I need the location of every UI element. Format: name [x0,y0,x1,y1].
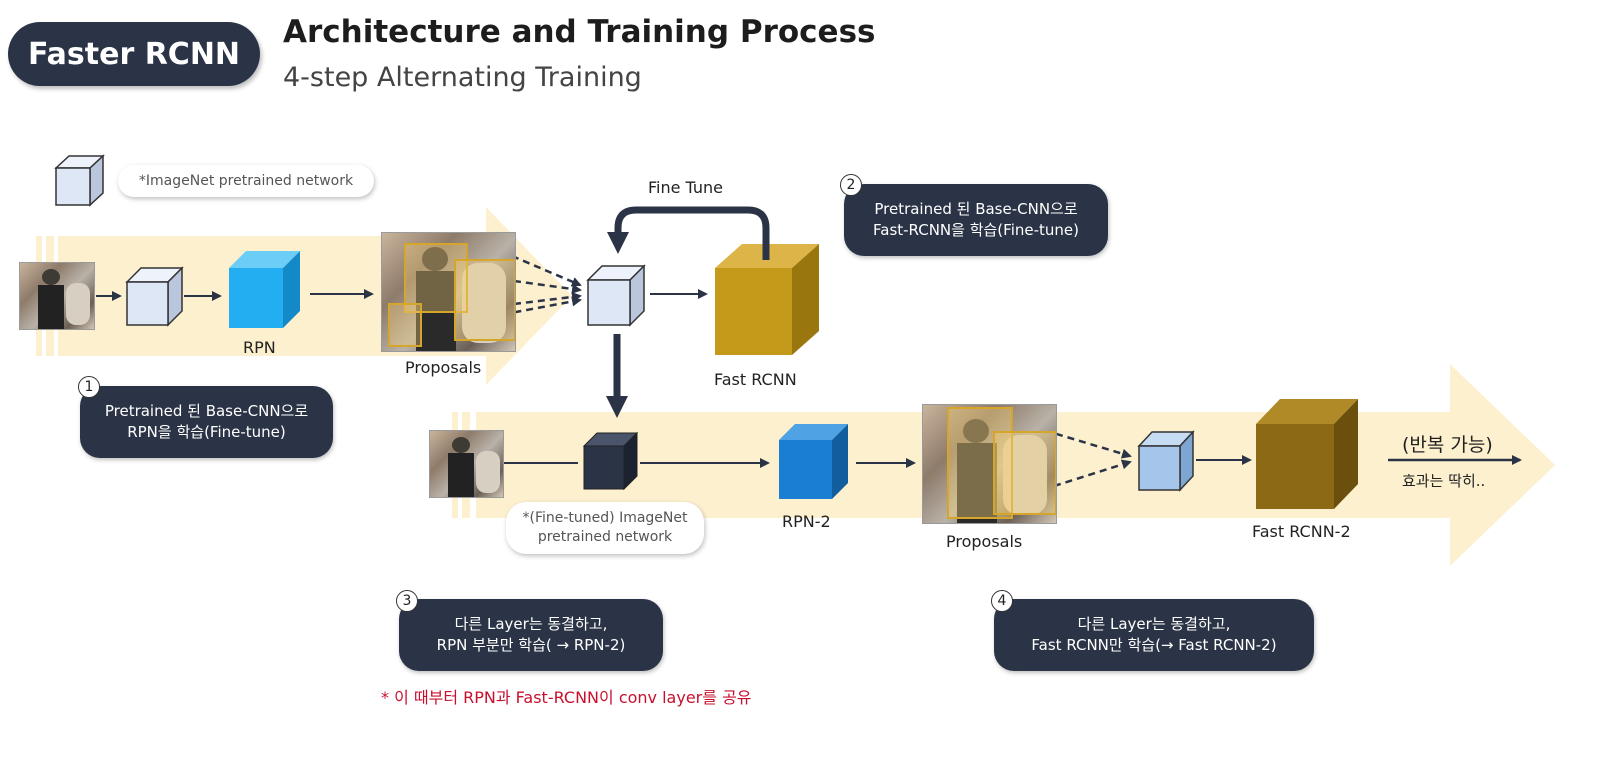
fine-tune-loop-arrow [607,206,770,260]
legend-cube-icon [54,154,105,207]
step-3-box: 다른 Layer는 동결하고, RPN 부분만 학습( → RPN-2) [399,599,663,671]
step-2-box: Pretrained 된 Base-CNN으로 Fast-RCNN을 학습(Fi… [844,184,1108,256]
fast-rcnn-label: Fast RCNN [714,370,797,389]
rpn-label: RPN [243,338,276,357]
proposals-label-1: Proposals [405,358,482,377]
step-2-number: 2 [840,174,862,196]
pretrained-network-note: *ImageNet pretrained network [118,165,374,197]
proposals-image-1 [381,232,516,352]
step-4-number: 4 [991,590,1013,612]
rpn2-label: RPN-2 [782,512,831,531]
rpn-cube [229,251,300,328]
base-cnn-cube [125,266,184,327]
step-1-number: 1 [78,376,100,398]
fast-rcnn2-label: Fast RCNN-2 [1252,522,1351,541]
effect-label: 효과는 딱히.. [1402,472,1486,490]
step-3-number: 3 [396,590,418,612]
input-image-1 [19,262,95,330]
step-1-box: Pretrained 된 Base-CNN으로 RPN을 학습(Fine-tun… [80,386,333,458]
rpn2-cube [779,424,848,499]
shared-cnn-cube [586,264,646,327]
repeat-label: (반복 가능) [1402,434,1493,456]
topic-badge: Faster RCNN [8,22,260,86]
fast-rcnn-cube [715,244,819,355]
finetuned-cnn-cube [582,431,639,491]
fast-rcnn2-cube [1256,399,1358,509]
finetuned-network-note: *(Fine-tuned) ImageNet pretrained networ… [506,502,704,554]
input-image-2 [429,430,504,498]
proposals-label-2: Proposals [946,532,1023,551]
proposals-image-2 [922,404,1057,524]
page-subtitle: 4-step Alternating Training [283,62,642,93]
fine-tune-label: Fine Tune [648,178,724,197]
shared-conv-footnote: * 이 때부터 RPN과 Fast-RCNN이 conv layer를 공유 [381,688,752,707]
page-title: Architecture and Training Process [283,14,876,50]
proposal-dashed-arrows-2 [1009,418,1132,488]
shared-cnn-cube-2 [1137,430,1195,492]
step-4-box: 다른 Layer는 동결하고, Fast RCNN만 학습(→ Fast RCN… [994,599,1314,671]
